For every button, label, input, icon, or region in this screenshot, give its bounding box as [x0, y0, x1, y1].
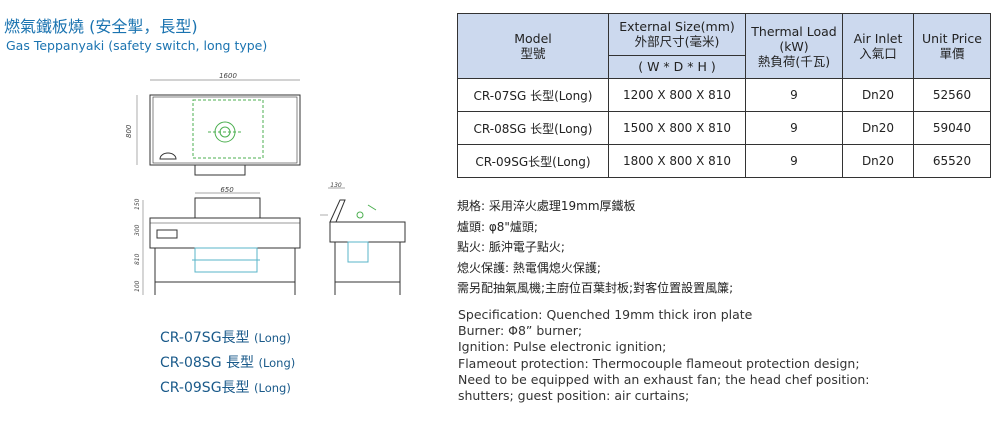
- cell-model: CR-08SG 长型(Long): [457, 111, 609, 145]
- cell-size: 1200 X 800 X 810: [608, 78, 746, 112]
- header-load-en: Thermal Load: [751, 23, 837, 39]
- top-view-drawing: 1600 800: [125, 72, 301, 176]
- cell-load: 9: [745, 144, 843, 178]
- model-label-08-tag: (Long): [258, 356, 296, 370]
- cell-price: 65520: [913, 144, 991, 178]
- header-price-en: Unit Price: [922, 31, 982, 46]
- header-size: External Size(mm) 外部尺寸(毫米): [608, 13, 746, 56]
- model-label-08: CR-08SG 長型 (Long): [160, 352, 335, 372]
- cell-model: CR-07SG 长型(Long): [457, 78, 609, 112]
- notes-zh: 規格: 采用淬火處理19mm厚鐵板 爐頭: φ8"爐頭; 點火: 脈沖電子點火;…: [457, 196, 733, 299]
- technical-drawing: 1600 800 650 150 300 810 100 130: [125, 72, 406, 295]
- header-load-unit: (kW): [779, 38, 809, 54]
- cell-model: CR-09SG长型(Long): [457, 144, 609, 178]
- header-size-en: External Size(mm): [619, 19, 735, 35]
- note-en-line: Burner: Φ8” burner;: [458, 323, 583, 339]
- notes-en: Specification: Quenched 19mm thick iron …: [458, 307, 869, 404]
- dim-front-height-4: 100: [134, 280, 141, 292]
- header-model-zh: 型號: [520, 46, 546, 61]
- header-price-zh: 單價: [939, 46, 965, 61]
- table-row: CR-08SG 长型(Long) 1500 X 800 X 810 9 Dn20…: [457, 111, 991, 145]
- header-price: Unit Price 單價: [913, 13, 991, 79]
- dim-front-height-2: 300: [134, 224, 141, 236]
- header-model: Model 型號: [457, 13, 609, 79]
- table-row: CR-09SG长型(Long) 1800 X 800 X 810 9 Dn20 …: [457, 144, 991, 178]
- note-en-line: Need to be equipped with an exhaust fan;…: [458, 371, 870, 387]
- model-label-09-name: CR-09SG長型: [160, 380, 250, 396]
- header-model-en: Model: [514, 31, 552, 46]
- note-zh-line: 需另配抽氣風機;主廚位百葉封板;對客位置設置風簾;: [457, 281, 734, 295]
- note-en-line: Specification: Quenched 19mm thick iron …: [458, 307, 753, 322]
- cell-air: Dn20: [842, 111, 914, 145]
- dim-front-height-3: 810: [134, 253, 141, 265]
- table-row: CR-07SG 长型(Long) 1200 X 800 X 810 9 Dn20…: [457, 78, 991, 112]
- header-air-en: Air Inlet: [853, 31, 903, 46]
- note-zh-line: 規格: 采用淬火處理19mm厚鐵板: [457, 199, 636, 213]
- model-label-08-name: CR-08SG 長型: [160, 355, 254, 371]
- note-en-line: shutters; guest position: air curtains;: [458, 388, 690, 404]
- note-en-line: Flameout protection: Thermocouple flameo…: [458, 355, 860, 371]
- cell-air: Dn20: [842, 78, 914, 112]
- header-size-sub: ( W * D * H ): [608, 54, 746, 80]
- cell-price: 52560: [913, 78, 991, 112]
- product-title-zh: 燃氣鐵板燒 (安全掣，長型): [4, 17, 198, 36]
- model-label-09-tag: (Long): [254, 381, 291, 395]
- dim-front-height-1: 150: [134, 198, 141, 210]
- cell-load: 9: [745, 111, 843, 145]
- cell-size: 1800 X 800 X 810: [608, 144, 746, 178]
- header-size-zh: 外部尺寸(毫米): [634, 34, 720, 50]
- model-label-07-tag: (Long): [254, 331, 291, 345]
- spec-table: Model 型號 External Size(mm) 外部尺寸(毫米) Ther…: [457, 13, 991, 178]
- header-load-zh: 熱負荷(千瓦): [757, 53, 831, 69]
- cell-size: 1500 X 800 X 810: [608, 111, 746, 145]
- header-load: Thermal Load (kW) 熱負荷(千瓦): [745, 13, 843, 79]
- note-zh-line: 點火: 脈沖電子點火;: [457, 240, 565, 254]
- front-view-drawing: 650 150 300 810 100: [134, 186, 301, 295]
- header-air-zh: 入氣口: [859, 46, 897, 61]
- cell-price: 59040: [913, 111, 991, 145]
- model-label-07-name: CR-07SG長型: [160, 330, 250, 346]
- product-title-en: Gas Teppanyaki (safety switch, long type…: [6, 38, 268, 53]
- header-air: Air Inlet 入氣口: [842, 13, 914, 79]
- cell-load: 9: [745, 78, 843, 112]
- note-zh-line: 爐頭: φ8"爐頭;: [457, 219, 538, 234]
- dim-front-width-label: 650: [220, 186, 234, 194]
- dim-side-label: 130: [330, 182, 342, 189]
- note-zh-line: 熄火保護: 熱電偶熄火保護;: [457, 260, 601, 275]
- dim-width-label: 1600: [219, 72, 237, 80]
- dim-depth-label: 800: [125, 124, 133, 138]
- model-label-09: CR-09SG長型 (Long): [160, 377, 335, 397]
- model-label-07: CR-07SG長型 (Long): [160, 327, 335, 347]
- note-en-line: Ignition: Pulse electronic ignition;: [458, 339, 667, 355]
- cell-air: Dn20: [842, 144, 914, 178]
- side-view-drawing: 130: [320, 182, 406, 295]
